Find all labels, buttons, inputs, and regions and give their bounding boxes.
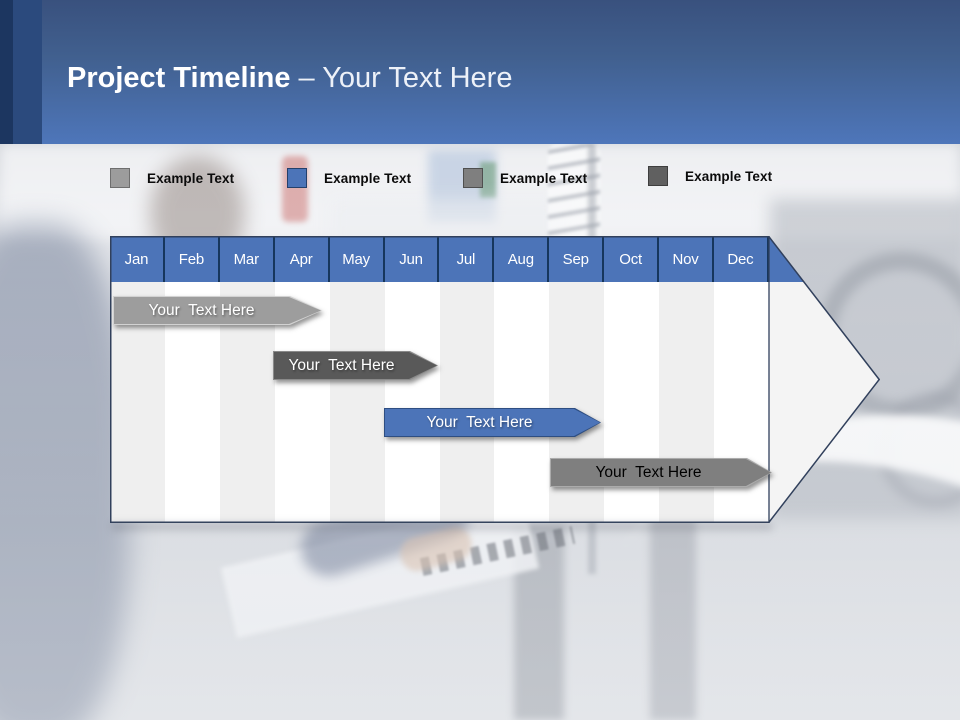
task-bar-label: Your Text Here xyxy=(148,301,255,319)
page-title-suffix: – Your Text Here xyxy=(290,62,513,94)
legend-item-2: Example Text xyxy=(287,168,411,188)
task-bar-fill xyxy=(551,459,771,486)
legend-label-3: Example Text xyxy=(500,170,588,186)
task-bar-fill xyxy=(385,409,600,436)
task-bar-edge xyxy=(384,408,601,437)
legend-label-2: Example Text xyxy=(324,170,412,186)
task-bar-edge xyxy=(550,458,772,487)
task-bar-label: Your Text Here xyxy=(426,413,533,431)
legend-swatch-1 xyxy=(110,168,130,188)
task-bar-1: Your Text Here xyxy=(113,296,322,325)
photo-green-object xyxy=(480,162,496,198)
task-bar-3: Your Text Here xyxy=(384,408,601,437)
legend-item-1: Example Text xyxy=(110,168,234,188)
task-bar-fill xyxy=(114,297,321,324)
legend-item-4: Example Text xyxy=(648,166,772,186)
task-bar-edge xyxy=(113,296,322,325)
task-bar-label: Your Text Here xyxy=(595,463,702,481)
legend-label-4: Example Text xyxy=(685,168,773,184)
legend: Example Text Example Text Example Text Exam… xyxy=(0,166,960,198)
legend-swatch-3 xyxy=(463,168,483,188)
legend-item-3: Example Text xyxy=(463,168,587,188)
photo-red-object xyxy=(282,156,308,222)
photo-worker-silhouette xyxy=(0,224,130,720)
header-accent-strip-dark xyxy=(0,0,13,144)
task-bar-label: Your Text Here xyxy=(288,356,395,374)
legend-swatch-2 xyxy=(287,168,307,188)
page-title: Project Timeline – Your Text Here xyxy=(67,60,512,96)
task-bar-edge xyxy=(273,351,438,380)
task-bar-2: Your Text Here xyxy=(273,351,438,380)
title-header-band: Project Timeline – Your Text Here xyxy=(0,0,960,144)
page-title-main: Project Timeline xyxy=(67,62,291,94)
timeline-bottom-shadow xyxy=(112,523,772,530)
header-accent-strip-medium xyxy=(13,0,42,144)
task-bar-fill xyxy=(274,352,437,379)
task-bar-4: Your Text Here xyxy=(550,458,772,487)
legend-label-1: Example Text xyxy=(147,170,235,186)
legend-swatch-4 xyxy=(648,166,668,186)
